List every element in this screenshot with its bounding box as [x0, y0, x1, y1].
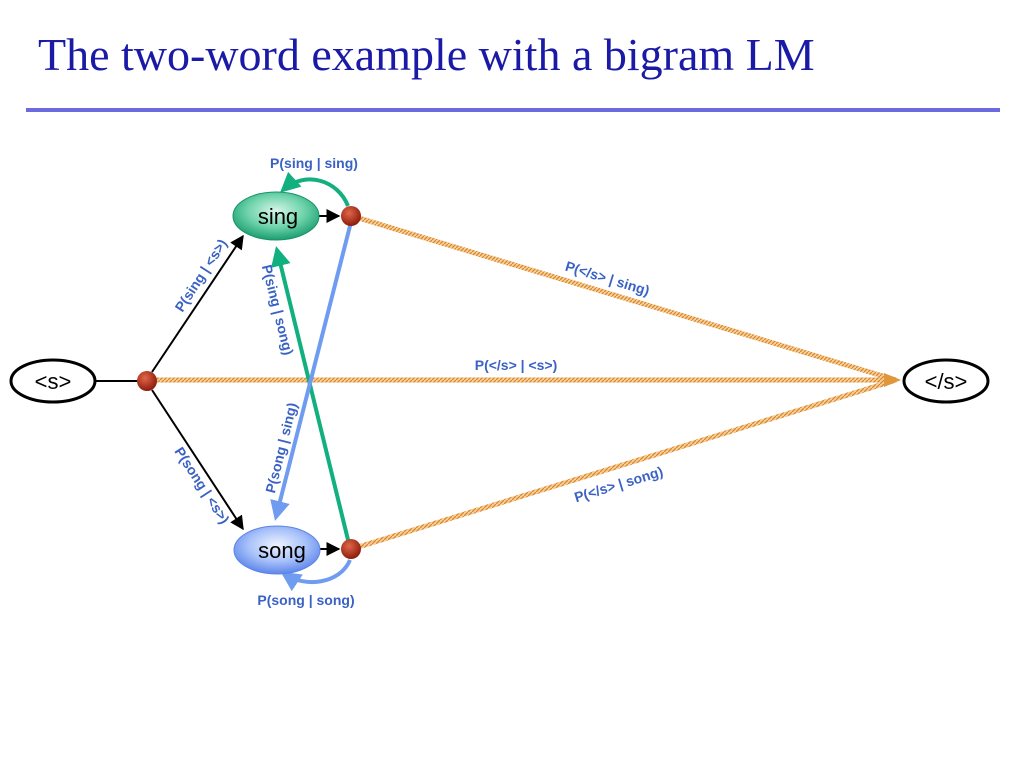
node-sing-shape: [232, 191, 320, 241]
loop-sing-sing: [280, 171, 350, 207]
edges-to-end: [148, 213, 901, 552]
loop-song-song: [280, 559, 352, 592]
node-song-label: song: [258, 538, 306, 563]
label-song-given-song: P(song | song): [257, 592, 354, 608]
junction-sing: [341, 206, 361, 226]
label-end-given-song: P(</s> | song): [572, 463, 664, 505]
node-sing-label: sing: [258, 204, 298, 229]
node-end: </s>: [902, 358, 990, 404]
node-start: <s>: [9, 358, 97, 404]
label-end-given-start: P(</s> | <s>): [475, 357, 558, 373]
edge-end-from-sing: [351, 213, 897, 383]
edge-start-to-song: [151, 389, 244, 531]
junction-start: [137, 371, 157, 391]
title-rule: [26, 108, 1000, 112]
node-song: song: [233, 525, 321, 575]
node-song-shape: [233, 525, 321, 575]
label-sing-given-sing: P(sing | sing): [270, 155, 358, 171]
node-end-shape: [902, 358, 990, 404]
edge-sing-to-song: [270, 217, 354, 521]
edge-end-from-song: [351, 377, 897, 552]
edge-start-to-sing: [151, 234, 244, 373]
node-sing: sing: [232, 191, 320, 241]
node-start-label: <s>: [35, 369, 72, 394]
end-arrowhead: [884, 373, 901, 387]
junction-song: [341, 539, 361, 559]
edge-song-to-sing: [271, 246, 352, 549]
label-song-given-start: P(song | <s>): [172, 444, 233, 526]
slide-title: The two-word example with a bigram LM: [38, 29, 815, 80]
node-start-shape: [9, 358, 97, 404]
label-sing-given-start: P(sing | <s>): [171, 236, 230, 315]
node-end-label: </s>: [925, 369, 968, 394]
